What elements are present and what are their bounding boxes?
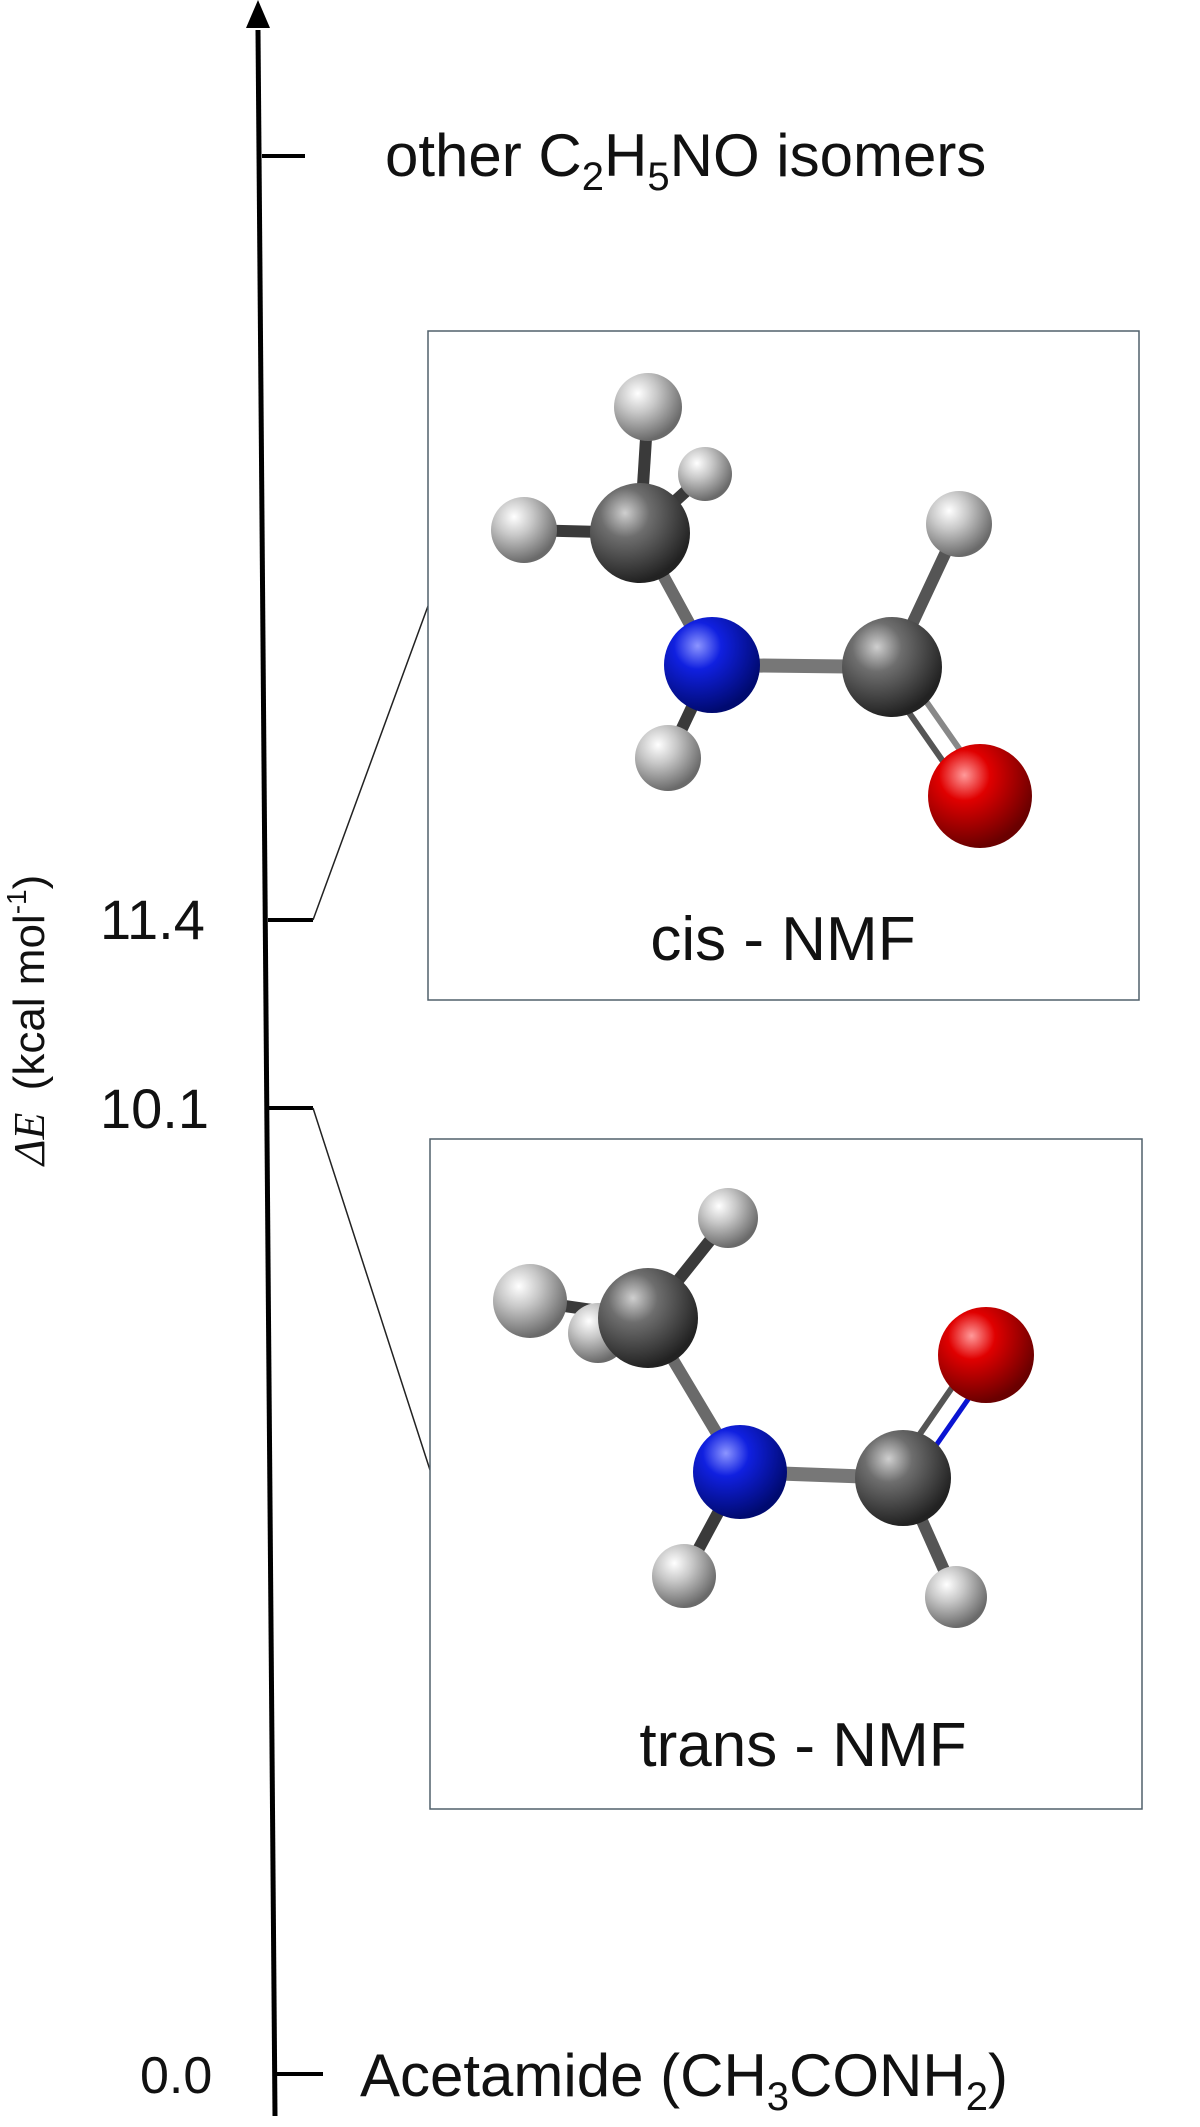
atom-h-methyl-back xyxy=(678,447,732,501)
atom-h-methyl-left xyxy=(493,1264,567,1338)
trans-nmf-caption: trans - NMF xyxy=(639,1711,966,1780)
atom-o xyxy=(928,744,1032,848)
acetamide-value: 0.0 xyxy=(140,2047,212,2105)
cis-nmf-caption: cis - NMF xyxy=(650,905,915,974)
other-isomers-label: other C2H5NO isomers xyxy=(385,122,986,199)
atom-c-carbonyl xyxy=(855,1430,951,1526)
trans-nmf-panel: trans - NMF xyxy=(429,1138,1143,1810)
axis-label-units: (kcal mol xyxy=(5,914,54,1090)
axis-label-units-close: ) xyxy=(5,875,54,890)
atom-h-amide xyxy=(635,725,701,791)
atom-c-methyl xyxy=(598,1268,698,1368)
trans-connector xyxy=(312,1107,431,1471)
atom-h-methyl-top xyxy=(614,373,682,441)
atom-c-methyl xyxy=(590,483,690,583)
cis-connector xyxy=(312,605,429,921)
acetamide-label: Acetamide (CH3CONH2) xyxy=(360,2042,1008,2119)
cis-nmf-value: 11.4 xyxy=(100,888,205,951)
trans-nmf-value: 10.1 xyxy=(100,1077,209,1140)
axis-arrowhead xyxy=(246,0,270,28)
atom-c-carbonyl xyxy=(842,617,942,717)
axis-label-units-sup: -1 xyxy=(1,889,32,914)
atom-h-amide xyxy=(652,1544,716,1608)
atom-h-methyl-left xyxy=(491,497,557,563)
atom-h-carbonyl xyxy=(926,491,992,557)
axis-label-symbol: ΔE xyxy=(5,1112,54,1167)
atom-n xyxy=(664,617,760,713)
cis-nmf-panel: cis - NMF xyxy=(427,330,1140,1001)
cis-nmf-molecule xyxy=(491,373,1032,848)
energy-axis xyxy=(255,29,278,2117)
axis-label: ΔE (kcal mol-1) xyxy=(1,875,54,1168)
atom-h-carbonyl xyxy=(925,1566,987,1628)
atom-o xyxy=(938,1307,1034,1403)
trans-nmf-molecule xyxy=(493,1188,1034,1628)
atom-n xyxy=(693,1425,787,1519)
atom-h-methyl-top xyxy=(698,1188,758,1248)
